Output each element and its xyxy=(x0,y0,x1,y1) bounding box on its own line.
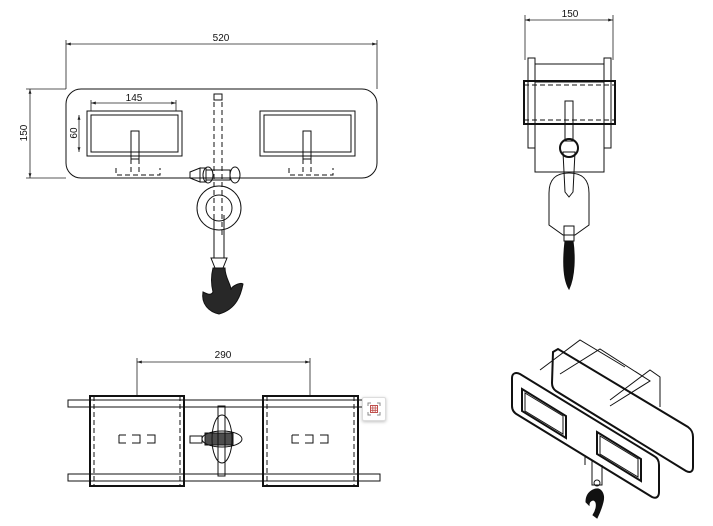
isometric-view xyxy=(511,339,694,519)
right-window-outer xyxy=(259,110,356,157)
left-window-outer xyxy=(86,110,183,157)
left-window-inner xyxy=(90,114,179,153)
dim-150: 150 xyxy=(19,124,30,141)
swivel-ring xyxy=(196,185,242,231)
dim-60: 60 xyxy=(69,127,80,139)
dim-520: 520 xyxy=(213,33,230,44)
table-grid-icon xyxy=(367,402,381,416)
hook-icon xyxy=(202,267,244,315)
dim-150-side: 150 xyxy=(562,9,579,20)
right-window-inner xyxy=(263,114,352,153)
iso-front-plate xyxy=(511,372,660,499)
side-view: 150 xyxy=(523,9,616,291)
dim-145: 145 xyxy=(126,93,143,104)
top-view: 290 xyxy=(67,350,381,487)
dim-290: 290 xyxy=(215,350,232,361)
table-grid-button[interactable] xyxy=(362,397,386,421)
front-view: 520 150 145 60 xyxy=(19,33,378,315)
